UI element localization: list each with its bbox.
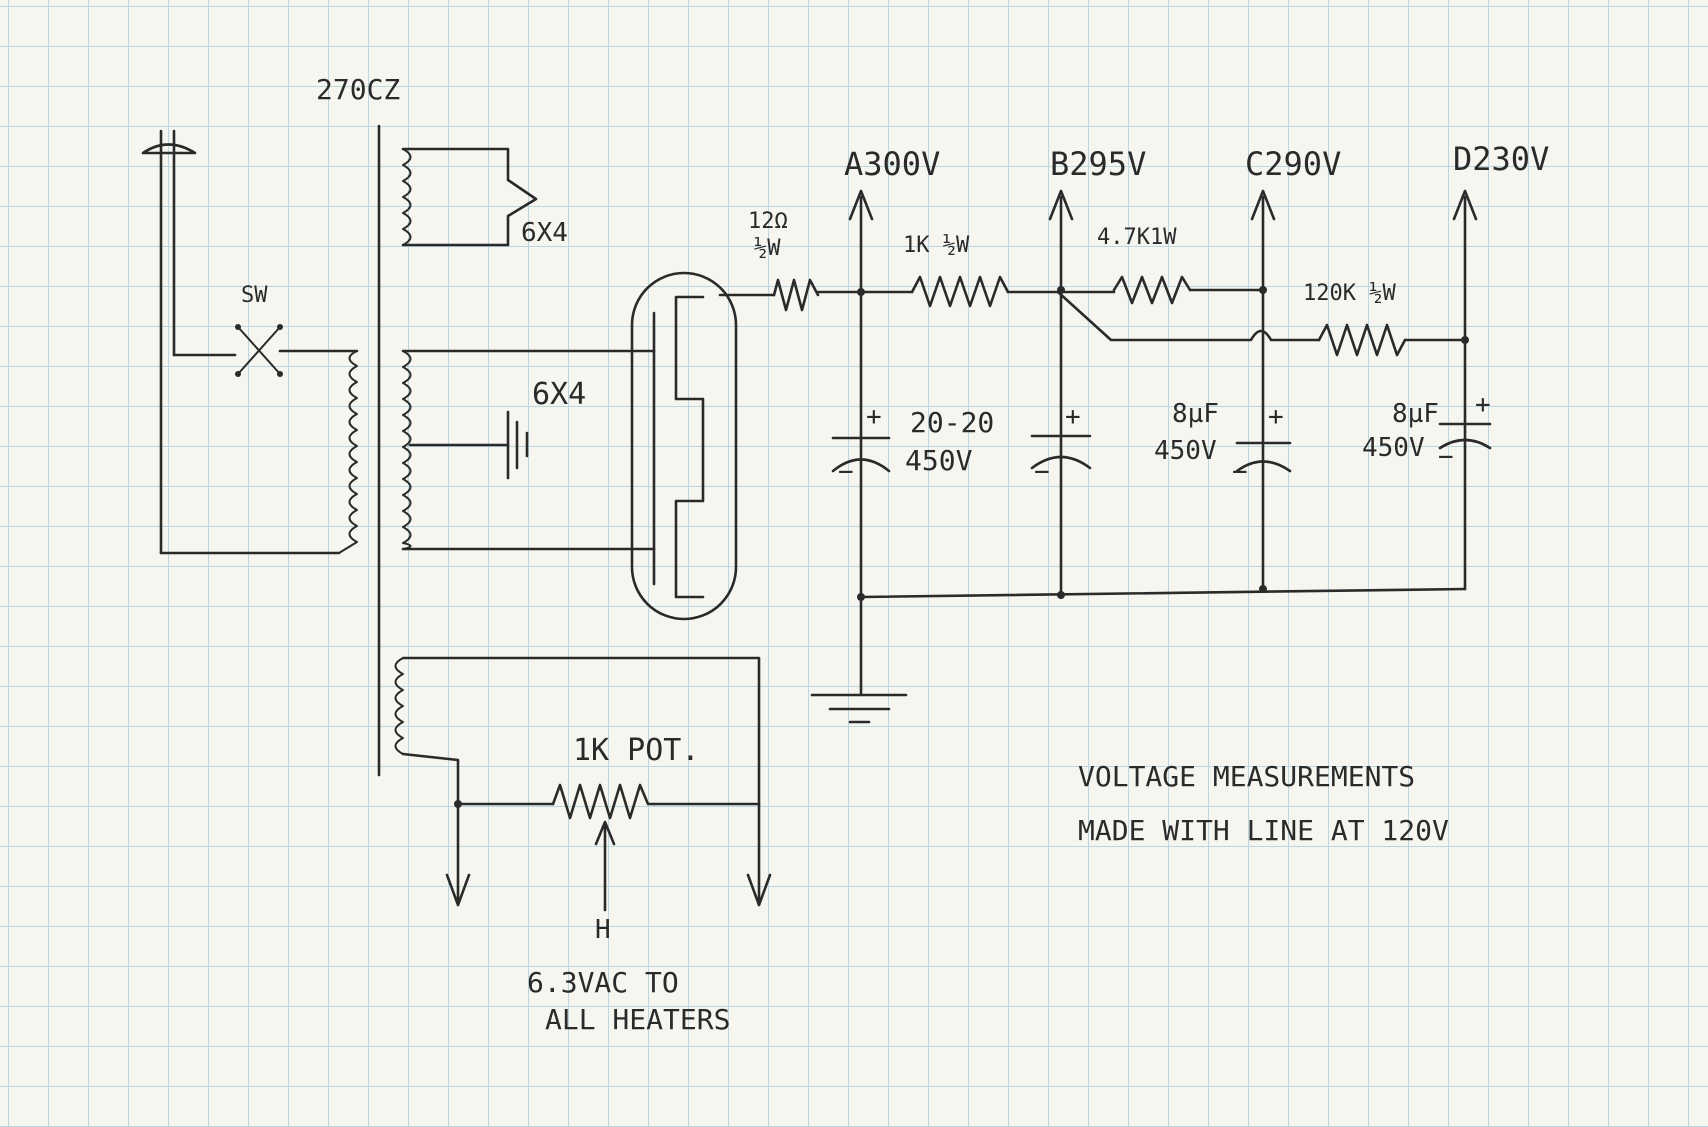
cap-c-plus: + [1268,402,1284,432]
note-line1: VOLTAGE MEASUREMENTS [1078,760,1415,793]
r3-label: 4.7K1W [1097,225,1177,250]
cap-c-minus: − [1232,457,1248,487]
resistor-r1 [772,278,820,312]
capacitor-a-icon [831,436,891,473]
pot-wiper-arrow-icon [594,820,616,912]
node-c-arrow-icon [1250,189,1276,221]
heater-left-arrow-icon [445,802,471,907]
cap-a-minus: − [838,457,854,487]
capacitor-d-icon [1438,422,1492,450]
capacitor-b-icon [1030,434,1092,470]
filament-6x4-label: 6X4 [521,218,568,248]
r2-label: 1K ½W [903,233,970,258]
node-b-label: B295V [1050,145,1146,183]
heater-pot-icon [551,783,656,820]
node-d-label: D230V [1453,140,1549,178]
heater-winding [394,657,404,755]
primary-winding [338,350,358,554]
transformer-label: 270CZ [316,73,400,106]
ac-plug-icon [141,129,197,555]
node-a-label: A300V [844,145,940,183]
heater-line1: 6.3VAC TO [527,966,679,999]
heater-line2: ALL HEATERS [545,1003,730,1036]
rectifier-tube-6x4 [630,271,738,621]
switch-icon [235,324,283,377]
cap-c-value-label: 8µF [1172,399,1219,429]
earth-ground-icon [810,693,908,724]
cap-b-minus: − [1034,457,1050,487]
cap-c-voltage-label: 450V [1154,436,1217,466]
cap-d-voltage-label: 450V [1362,433,1425,463]
cap-d-value-label: 8µF [1392,399,1439,429]
heater-tap-label: H [595,915,611,945]
cap-ab-value-label: 20-20 [910,406,994,439]
capacitor-c-icon [1235,441,1292,473]
node-d-arrow-icon [1452,189,1478,221]
cap-d-minus: − [1438,442,1454,472]
resistor-r2 [910,275,1010,308]
pot-label: 1K POT. [573,733,699,768]
switch-label: SW [241,283,268,308]
filament-winding-6x4 [402,148,412,246]
cap-a-plus: + [866,402,882,432]
r4-label: 120K ½W [1303,281,1396,306]
b-to-r4-wire [1056,290,1321,342]
ground-bus [859,587,1467,599]
node-c-label: C290V [1245,145,1341,183]
r1-value-label: 12Ω [748,209,788,234]
resistor-r3 [1112,275,1192,305]
node-a-arrow-icon [848,189,874,221]
resistor-r4 [1317,323,1407,357]
rectifier-tube-label: 6X4 [532,377,586,412]
note-line2: MADE WITH LINE AT 120V [1078,814,1449,847]
cap-ab-voltage-label: 450V [905,444,973,477]
hv-secondary-winding [402,350,412,550]
cap-b-plus: + [1065,402,1081,432]
chassis-ground-icon [506,410,529,480]
node-b-arrow-icon [1048,189,1074,221]
cap-d-plus: + [1475,390,1491,420]
heater-right-arrow-icon [746,802,772,907]
r1-power-label: ½W [754,236,781,261]
